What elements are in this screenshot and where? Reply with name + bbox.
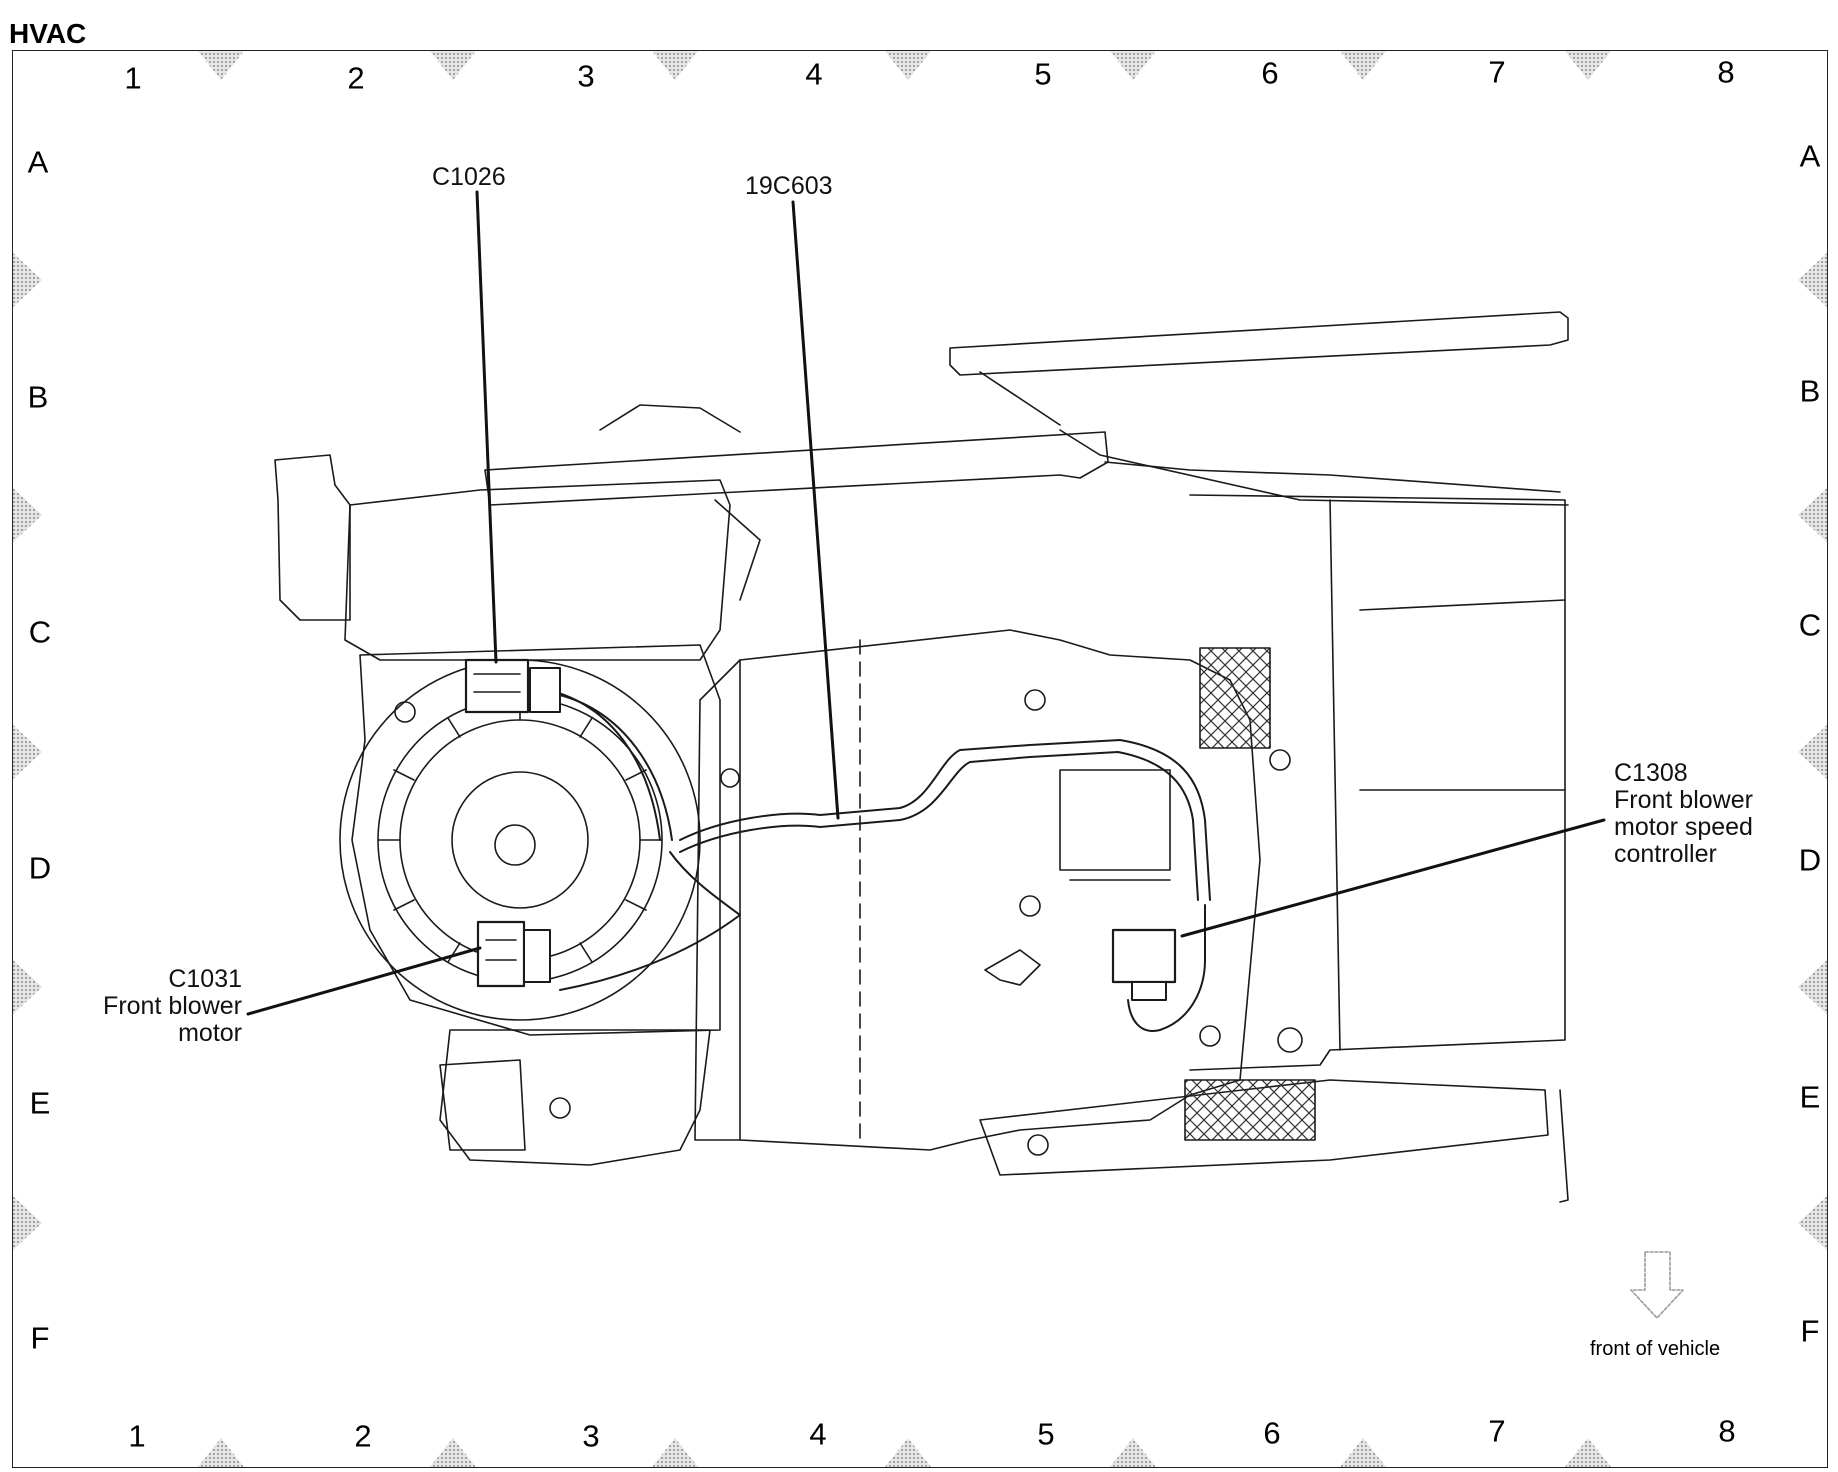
grid-column-top: 8	[1717, 54, 1735, 90]
leader-c1031	[246, 946, 482, 1016]
grid-row-right: D	[1798, 842, 1822, 878]
leader-19c603	[791, 200, 840, 820]
callout-c1308-line1: Front blower	[1614, 786, 1753, 814]
callout-19c603: 19C603	[745, 172, 833, 200]
grid-column-bottom: 5	[1037, 1416, 1055, 1452]
diagram-title: HVAC	[9, 18, 87, 49]
grid-column-bottom: 8	[1718, 1413, 1736, 1449]
grid-column-top: 4	[805, 56, 823, 92]
grid-column-top: 3	[577, 58, 595, 94]
callout-c1031-line2: motor	[178, 1019, 242, 1047]
front-of-vehicle-label: front of vehicle	[1590, 1338, 1721, 1360]
grid-column-top: 7	[1488, 54, 1506, 90]
grid-column-bottom: 6	[1263, 1415, 1281, 1451]
callout-c1308: C1308 Front blower motor speed controlle…	[1614, 760, 1753, 868]
grid-column-bottom: 7	[1488, 1413, 1506, 1449]
grid-row-left: F	[30, 1320, 50, 1356]
grid-row-right: B	[1799, 373, 1821, 409]
callout-c1308-line2: motor speed	[1614, 813, 1753, 841]
grid-row-right: E	[1799, 1079, 1821, 1115]
grid-row-left: E	[29, 1085, 51, 1121]
frame-zone-markers	[13, 51, 1827, 1467]
grid-column-top: 2	[347, 60, 365, 96]
callout-c1026: C1026	[432, 163, 506, 191]
grid-column-top: 6	[1261, 55, 1279, 91]
leader-c1026	[475, 190, 498, 664]
callout-c1308-line3: controller	[1614, 840, 1717, 868]
diagram-frame	[12, 50, 1828, 1468]
grid-row-right: F	[1800, 1313, 1820, 1349]
grid-column-top: 5	[1034, 56, 1052, 92]
callout-c1308-code: C1308	[1614, 759, 1688, 787]
grid-row-right: A	[1799, 138, 1821, 174]
grid-row-left: D	[28, 850, 52, 886]
grid-column-bottom: 1	[128, 1418, 146, 1454]
grid-column-bottom: 4	[809, 1416, 827, 1452]
callout-c1031-line1: Front blower	[103, 992, 242, 1020]
leader-c1308	[1180, 818, 1606, 938]
grid-row-left: B	[27, 379, 49, 415]
grid-row-right: C	[1798, 607, 1822, 643]
callout-c1031: C1031 Front blower motor	[60, 966, 242, 1047]
grid-row-left: A	[27, 144, 49, 180]
callout-c1031-code: C1031	[168, 965, 242, 993]
grid-row-left: C	[28, 614, 52, 650]
grid-column-bottom: 3	[582, 1418, 600, 1454]
grid-column-top: 1	[124, 60, 142, 96]
grid-column-bottom: 2	[354, 1418, 372, 1454]
